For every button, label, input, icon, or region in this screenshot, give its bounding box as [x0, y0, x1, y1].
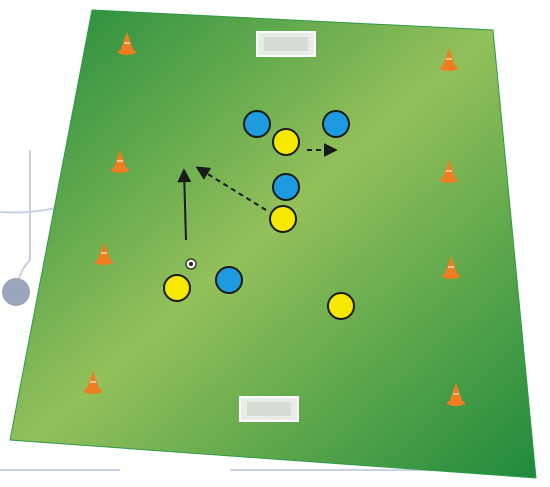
- cones: [84, 32, 465, 406]
- cone-icon: [442, 256, 460, 279]
- goal-icon: [247, 402, 291, 416]
- blue-player-marker: [243, 110, 271, 138]
- soccer-ball-icon: [185, 258, 197, 270]
- pass-arrow: [177, 168, 192, 241]
- cone-icon: [84, 371, 102, 394]
- run-arrow-diagonal: [195, 166, 267, 211]
- blue-player-marker: [215, 266, 243, 294]
- yellow-player-marker: [269, 205, 297, 233]
- cone-icon: [95, 242, 113, 265]
- yellow-player-marker: [163, 274, 191, 302]
- yellow-player-marker: [327, 292, 355, 320]
- pitch: [9, 9, 537, 479]
- arrows: [177, 143, 338, 241]
- goal-top: [256, 31, 316, 57]
- cone-icon: [440, 160, 458, 183]
- cone-icon: [118, 32, 136, 55]
- background-circle: [2, 278, 30, 306]
- cone-icon: [111, 150, 129, 173]
- blue-player-marker: [322, 110, 350, 138]
- yellow-player-marker: [272, 128, 300, 156]
- goal-icon: [264, 37, 308, 51]
- goal-bottom: [239, 396, 299, 422]
- cone-icon: [447, 383, 465, 406]
- blue-player-marker: [272, 173, 300, 201]
- players: [163, 110, 355, 320]
- cone-icon: [440, 48, 458, 71]
